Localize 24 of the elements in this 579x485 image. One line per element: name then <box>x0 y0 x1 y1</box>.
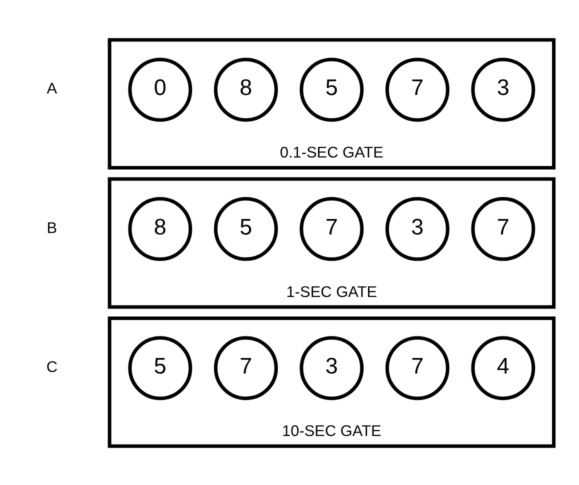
node-circle: 7 <box>385 336 450 400</box>
node-circle: 5 <box>214 196 278 260</box>
node-label: 0.1-SEC GATE <box>280 144 384 162</box>
node-circle: 3 <box>385 196 450 260</box>
node-circle: 3 <box>300 336 364 400</box>
node-circle: 7 <box>385 57 450 122</box>
node-circle: 5 <box>128 336 192 400</box>
node-circle: 7 <box>471 196 536 260</box>
node-label: B <box>46 219 58 236</box>
node-circle: 0 <box>128 57 192 122</box>
node-circle: 7 <box>214 336 278 400</box>
node-circle: 4 <box>471 336 536 400</box>
node-label: A <box>46 80 58 98</box>
node-label: 1-SEC GATE <box>286 283 378 300</box>
cluster <box>108 38 556 170</box>
cluster <box>108 176 556 308</box>
node-circle: 5 <box>300 57 364 122</box>
node-circle: 8 <box>128 196 192 260</box>
node-circle: 8 <box>214 57 278 122</box>
cluster <box>108 316 556 448</box>
node-label: C <box>46 358 58 376</box>
node-circle: 3 <box>471 57 536 122</box>
node-label: 10-SEC GATE <box>282 422 382 440</box>
node-circle: 7 <box>300 196 364 260</box>
